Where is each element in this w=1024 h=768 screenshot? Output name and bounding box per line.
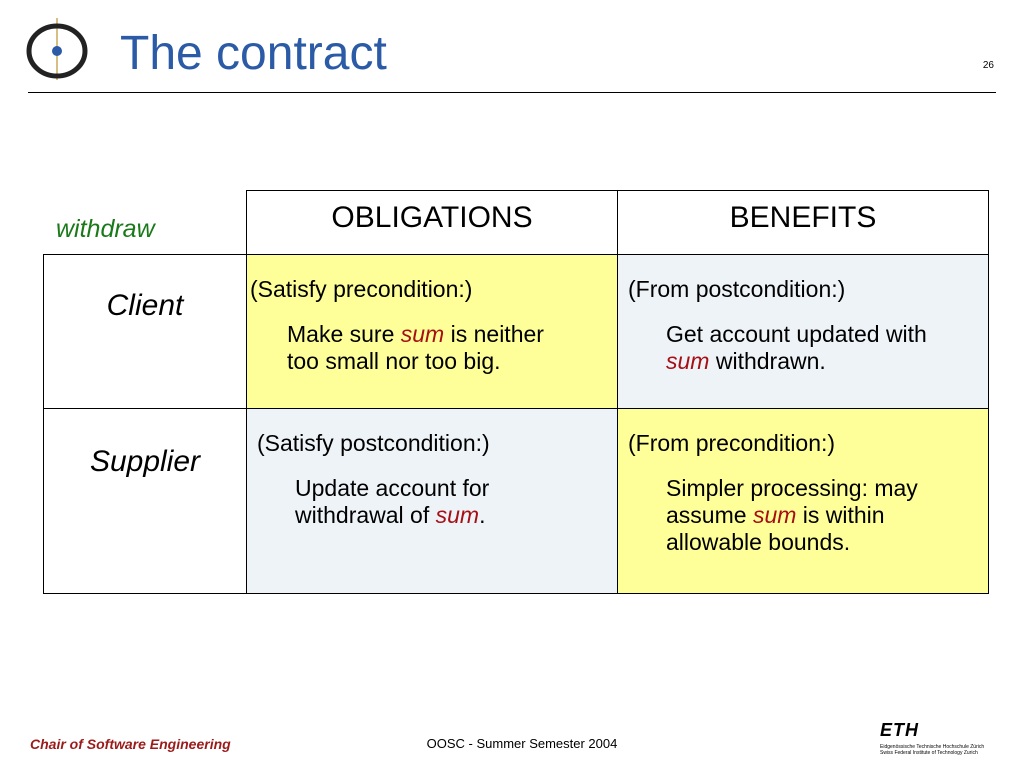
eth-wordmark: ETH [880, 720, 919, 740]
highlight-term: sum [435, 502, 480, 528]
highlight-term: sum [400, 321, 445, 347]
highlight-term: sum [666, 348, 710, 374]
supplier-obligation-lead: (Satisfy postcondition:) [257, 430, 490, 456]
client-obligation-cell: (Satisfy precondition:) Make sure sum is… [246, 254, 618, 409]
eth-logo: ETH Eidgenössische Technische Hochschule… [880, 720, 1000, 756]
col-header-benefits: BENEFITS [617, 190, 989, 255]
chair-logo-icon [24, 16, 90, 82]
row-label-cell: Supplier [43, 408, 247, 594]
col-header-obligations: OBLIGATIONS [246, 190, 618, 255]
supplier-benefit-text: Simpler processing: may assume sum is wi… [666, 475, 918, 555]
footer-course: OOSC - Summer Semester 2004 [426, 736, 618, 751]
supplier-obligation-text: Update account for withdrawal of sum. [295, 475, 490, 528]
supplier-obligation-cell: (Satisfy postcondition:) Update account … [246, 408, 618, 594]
client-obligation-lead: (Satisfy precondition:) [250, 276, 473, 302]
client-obligation-text: Make sure sum is neither too small nor t… [287, 321, 544, 374]
row-label-client: Client [106, 289, 184, 322]
highlight-term: sum [752, 502, 797, 528]
table-corner-label: withdraw [56, 215, 155, 243]
slide-number: 26 [982, 60, 994, 71]
client-benefit-lead: (From postcondition:) [628, 276, 846, 302]
row-label-cell: Client [43, 254, 247, 409]
header-divider [28, 92, 996, 93]
client-benefit-text: Get account updated with sum withdrawn. [666, 321, 927, 374]
row-label-supplier: Supplier [89, 445, 201, 478]
page-title: The contract [120, 27, 387, 80]
eth-name-german: Eidgenössische Technische Hochschule Zür… [880, 744, 985, 750]
footer-chair-name: Chair of Software Engineering [30, 736, 231, 752]
supplier-benefit-cell: (From precondition:) Simpler processing:… [617, 408, 989, 594]
client-benefit-cell: (From postcondition:) Get account update… [617, 254, 989, 409]
eth-name-english: Swiss Federal Institute of Technology Zu… [880, 750, 978, 756]
supplier-benefit-lead: (From precondition:) [628, 430, 836, 456]
